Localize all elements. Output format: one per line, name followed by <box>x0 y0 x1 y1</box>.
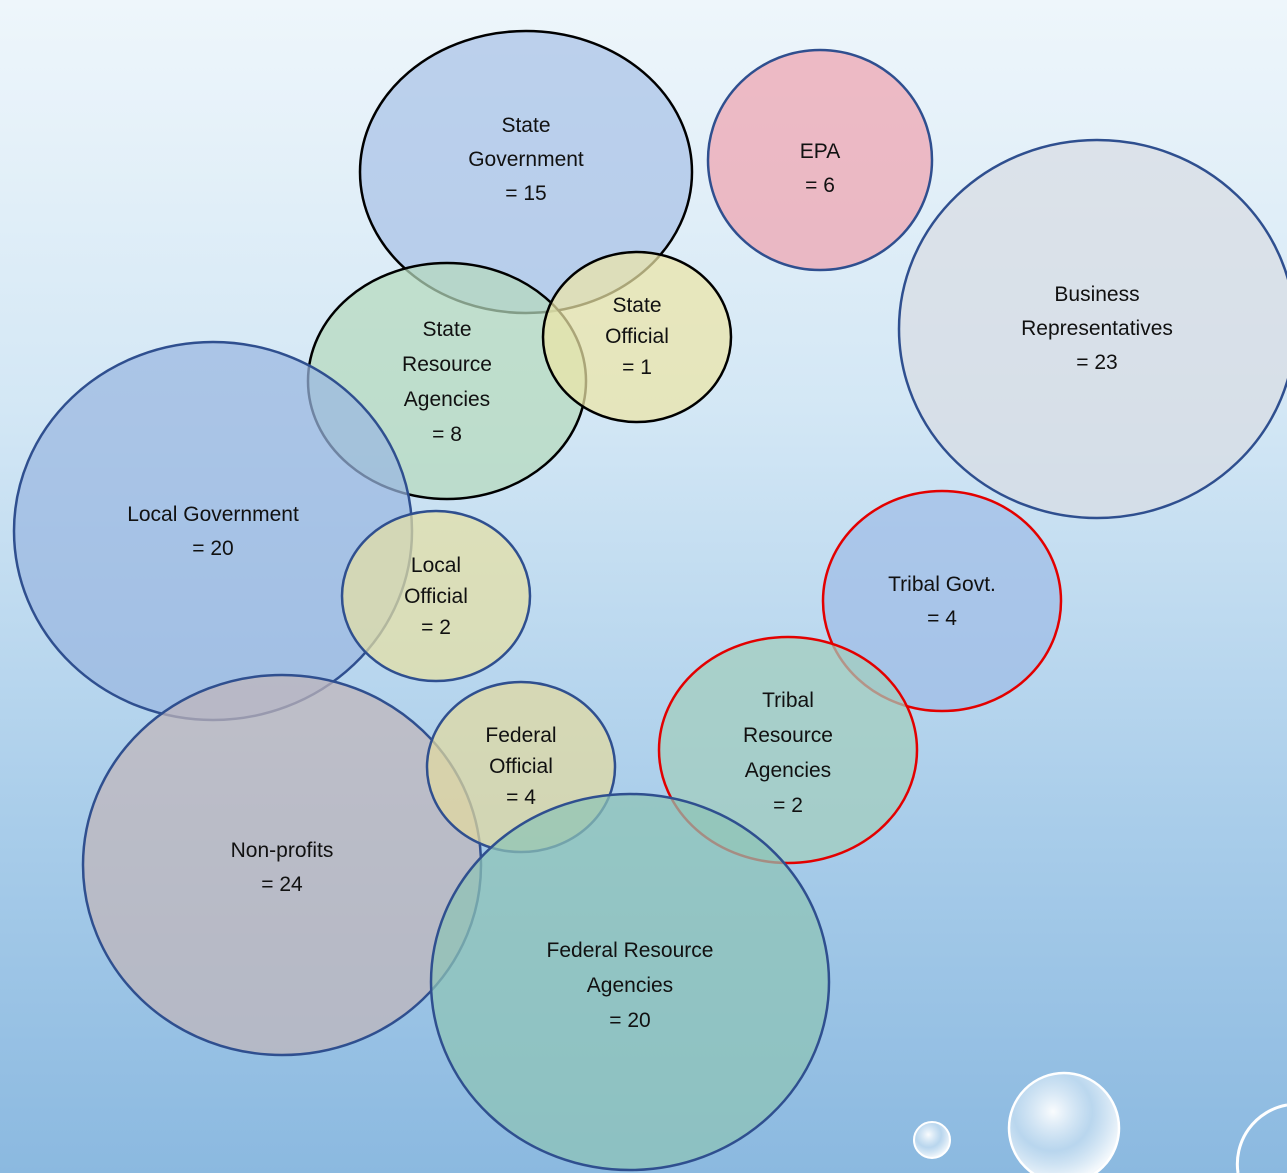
non-profits-bubble <box>81 673 483 1057</box>
non-profits-label-line: = 24 <box>261 873 303 896</box>
local-government-bubble <box>12 340 414 722</box>
water-drop-edge-icon <box>1235 1103 1287 1173</box>
business-representatives-label-line: Representatives <box>1021 317 1173 340</box>
federal-official-label-line: = 4 <box>506 786 536 809</box>
non-profits-label-line: Non-profits <box>231 839 334 862</box>
state-resource-agencies-label-line: State <box>422 318 471 341</box>
business-representatives-label-line: = 23 <box>1076 351 1117 374</box>
epa-label-line: = 6 <box>805 174 835 197</box>
state-resource-agencies-label-line: = 8 <box>432 423 462 446</box>
local-official-label-line: Official <box>404 585 468 608</box>
state-official-bubble <box>541 250 733 424</box>
tribal-resource-agencies-bubble <box>657 635 919 865</box>
local-official-bubble <box>340 509 532 683</box>
tribal-resource-agencies-label-line: Resource <box>743 724 833 747</box>
federal-official-label-line: Federal <box>485 724 556 747</box>
federal-resource-agencies-label-line: Federal Resource <box>547 939 714 962</box>
state-official-label-line: Official <box>605 325 669 348</box>
tribal-resource-agencies-label-line: Tribal <box>762 689 814 712</box>
federal-resource-agencies-label-line: = 20 <box>609 1009 650 1032</box>
tribal-govt-label: Tribal Govt. = 4 <box>888 573 996 630</box>
state-resource-agencies-label-line: Resource <box>402 353 492 376</box>
state-government-label-line: = 15 <box>505 182 546 205</box>
decorative-bubbles <box>913 1071 1287 1173</box>
local-official-label-line: Local <box>411 554 461 577</box>
state-official-label-line: = 1 <box>622 356 652 379</box>
federal-official-label-line: Official <box>489 755 553 778</box>
epa-label: EPA = 6 <box>800 140 840 197</box>
tribal-resource-agencies-label-line: = 2 <box>773 794 803 817</box>
tribal-govt-label-line: = 4 <box>927 607 957 630</box>
state-government-label-line: State <box>501 114 550 137</box>
tribal-resource-agencies-label-line: Agencies <box>745 759 831 782</box>
local-government-label-line: = 20 <box>192 537 233 560</box>
tribal-govt-label-line: Tribal Govt. <box>888 573 996 596</box>
non-profits-label: Non-profits = 24 <box>231 839 334 896</box>
state-government-label-line: Government <box>468 148 584 171</box>
water-drop-small-icon <box>913 1121 951 1159</box>
state-official-label-line: State <box>612 294 661 317</box>
water-drop-large-icon <box>1007 1071 1121 1173</box>
tribal-govt-bubble <box>821 489 1063 713</box>
business-representatives-label-line: Business <box>1054 283 1139 306</box>
federal-resource-agencies-bubble <box>429 792 831 1172</box>
local-government-label: Local Government = 20 <box>127 503 299 560</box>
local-official-label-line: = 2 <box>421 616 451 639</box>
local-government-label-line: Local Government <box>127 503 299 526</box>
epa-label-line: EPA <box>800 140 840 163</box>
federal-resource-agencies-label-line: Agencies <box>587 974 673 997</box>
epa-bubble <box>706 48 934 272</box>
state-resource-agencies-label-line: Agencies <box>404 388 490 411</box>
business-representatives-bubble <box>897 138 1287 520</box>
